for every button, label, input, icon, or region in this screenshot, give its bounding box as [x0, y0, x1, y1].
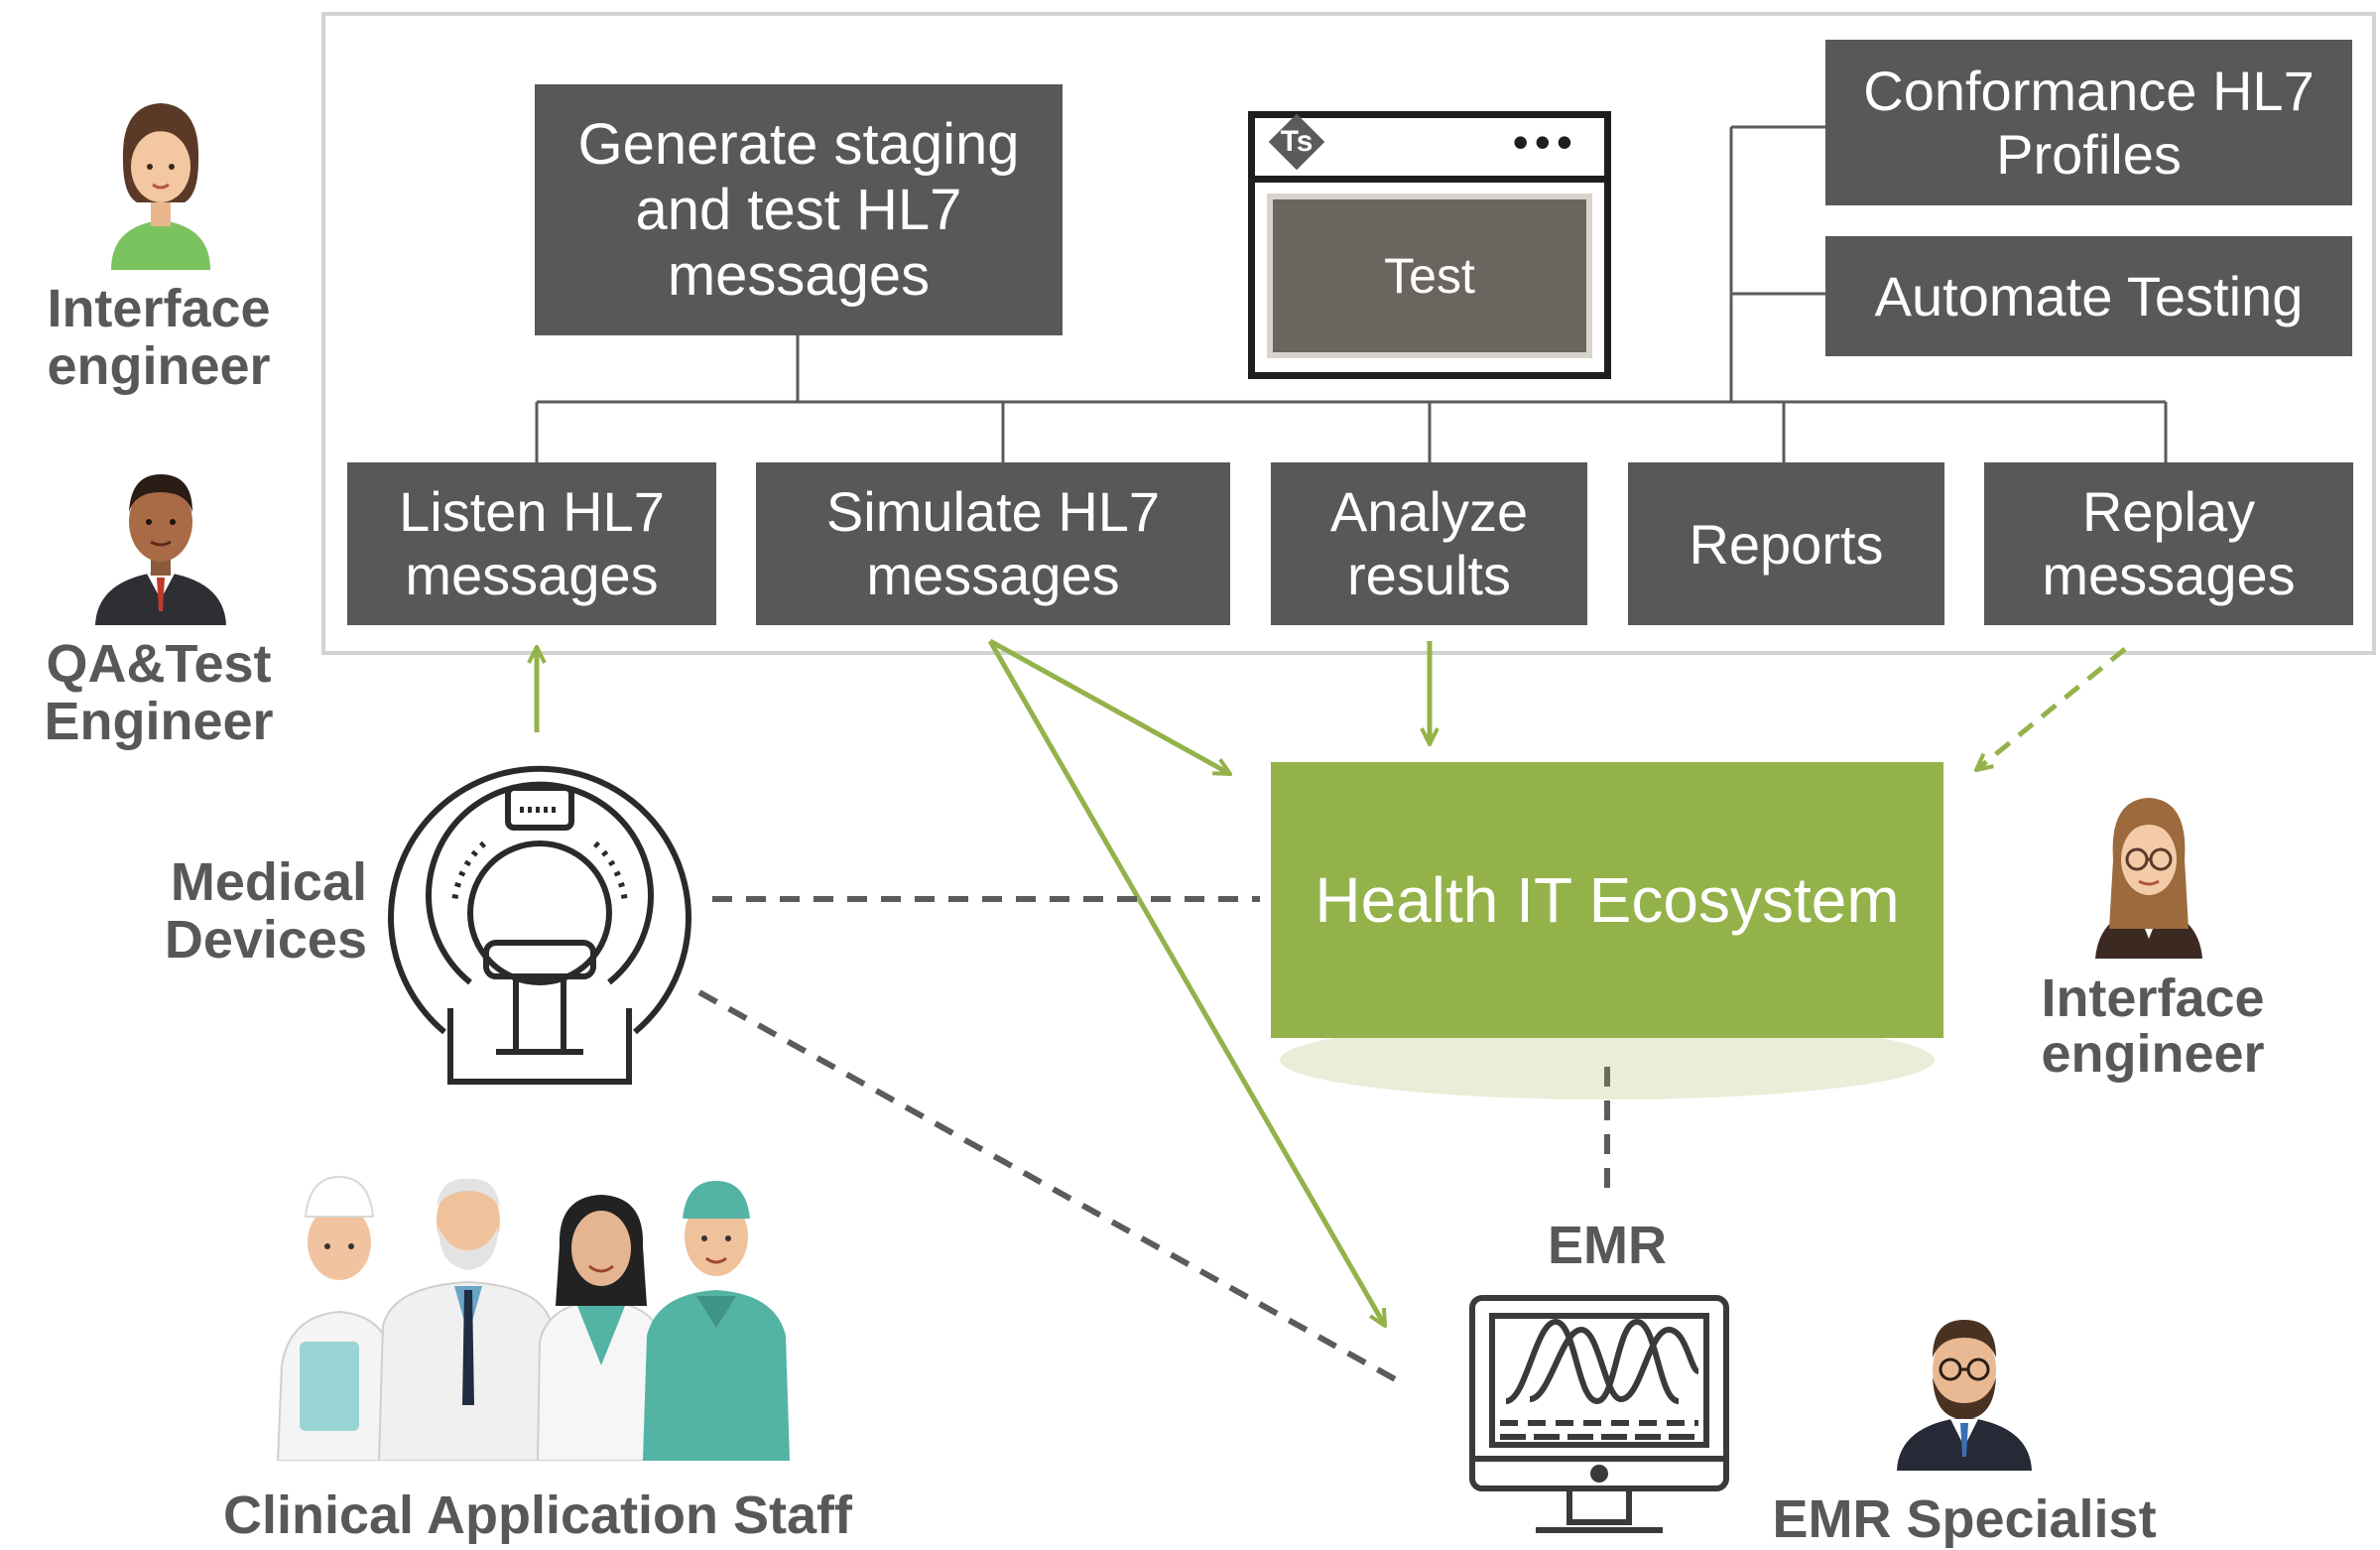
- surgeon-figure: [643, 1181, 790, 1461]
- interface-engineer-left-avatar-icon: [111, 103, 210, 270]
- conformance-label: Conformance HL7 Profiles: [1863, 59, 2315, 186]
- interface-engineer-left-label: Interface engineer: [47, 279, 271, 396]
- simulate-label: Simulate HL7 messages: [825, 480, 1161, 606]
- emr-label: EMR: [1548, 1216, 1667, 1275]
- automate-testing-box: Automate Testing: [1825, 236, 2352, 356]
- generate-messages-box: Generate staging and test HL7 messages: [535, 84, 1063, 335]
- test-window: Ts ••• Test: [1248, 111, 1611, 379]
- tree-connectors: [535, 125, 2168, 462]
- generate-messages-label: Generate staging and test HL7 messages: [577, 111, 1020, 308]
- window-dots-icon: •••: [1512, 116, 1578, 168]
- qa-test-engineer-label: QA&Test Engineer: [44, 634, 274, 751]
- health-it-ecosystem-box: Health IT Ecosystem: [1271, 762, 1943, 1038]
- ts-logo-text: Ts: [1280, 125, 1314, 158]
- interface-engineer-right-avatar-icon: [2095, 798, 2202, 959]
- nurse-figure: [276, 1175, 397, 1461]
- test-window-body: Test: [1267, 194, 1592, 358]
- reports-label: Reports: [1689, 512, 1884, 576]
- mri-scanner-icon: [388, 765, 691, 1085]
- conformance-box: Conformance HL7 Profiles: [1825, 40, 2352, 205]
- arrow-simulate-to-emr: [987, 639, 1385, 1326]
- arrow-simulate-to-ecosystem: [988, 638, 1230, 777]
- clinical-staff-label: Clinical Application Staff: [222, 1485, 853, 1545]
- top-panel-frame: [321, 12, 2376, 655]
- dashed-links: [697, 896, 1610, 1384]
- health-it-ecosystem-label: Health IT Ecosystem: [1315, 864, 1900, 936]
- listen-label: Listen HL7 messages: [399, 480, 665, 606]
- clinical-staff-group-icon: [276, 1175, 790, 1461]
- replay-label: Replay messages: [2042, 480, 2296, 606]
- analyze-box: Analyze results: [1271, 462, 1587, 625]
- arrow-replay-to-ecosystem: [1976, 647, 2127, 770]
- female-doctor-figure: [536, 1195, 667, 1461]
- emr-specialist-label: EMR Specialist: [1772, 1489, 2157, 1549]
- automate-testing-label: Automate Testing: [1874, 265, 2304, 327]
- qa-test-engineer-avatar-icon: [95, 474, 226, 625]
- reports-box: Reports: [1628, 462, 1944, 625]
- monitor-chart-icon: [1469, 1295, 1729, 1533]
- ecosystem-glow: [1280, 1020, 1935, 1099]
- test-window-label: Test: [1384, 248, 1475, 304]
- emr-specialist-avatar-icon: [1897, 1320, 2032, 1471]
- interface-engineer-right-label: Interface engineer: [2041, 969, 2265, 1084]
- analyze-label: Analyze results: [1329, 480, 1529, 606]
- green-arrows: [537, 638, 2127, 1326]
- simulate-box: Simulate HL7 messages: [756, 462, 1230, 625]
- replay-box: Replay messages: [1984, 462, 2353, 625]
- listen-box: Listen HL7 messages: [347, 462, 716, 625]
- test-window-titlebar: Ts •••: [1255, 113, 1604, 183]
- medical-devices-label: Medical Devices: [164, 852, 367, 969]
- senior-doctor-figure: [377, 1178, 558, 1461]
